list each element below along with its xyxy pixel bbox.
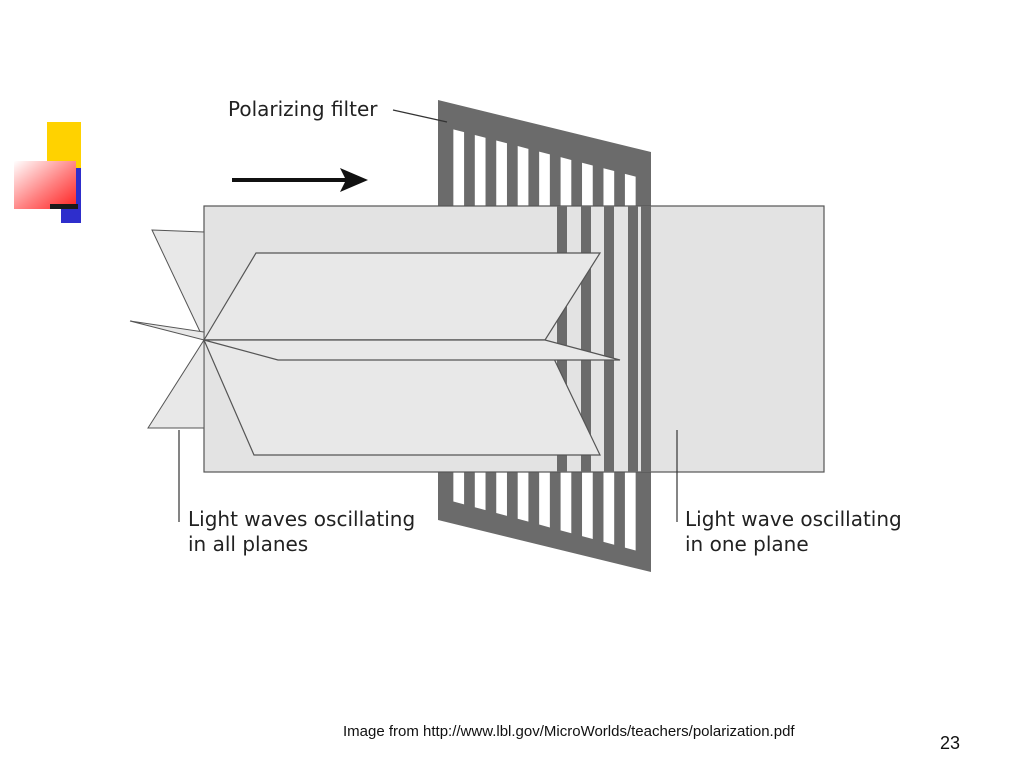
- image-source-caption: Image from http://www.lbl.gov/MicroWorld…: [343, 723, 795, 740]
- left-label-line2: in all planes: [188, 532, 308, 556]
- filter-leader-line: [392, 109, 448, 123]
- dark-bar: [50, 204, 78, 209]
- polarizing-filter-front: [557, 206, 651, 472]
- wave-plane-upper: [202, 252, 602, 341]
- slide-page-number: 23: [940, 733, 961, 753]
- filter-frame-edge: [641, 206, 651, 472]
- decorative-squares-logo: [14, 122, 81, 223]
- left-label-line1: Light waves oscillating: [188, 507, 415, 531]
- filter-bar: [557, 206, 567, 472]
- wave-plane-horizontal: [203, 339, 621, 361]
- wave-planes-incoming: [129, 229, 205, 429]
- filter-bar: [628, 206, 638, 472]
- wave-plane-upper-left: [151, 229, 205, 341]
- right-label-line2: in one plane: [685, 532, 809, 556]
- arrow-head-icon: [340, 168, 368, 192]
- wave-plane-horizontal-left: [129, 320, 205, 341]
- direction-arrow: [232, 168, 368, 192]
- right-label-line1: Light wave oscillating: [685, 507, 902, 531]
- filter-label: Polarizing filter: [228, 97, 378, 121]
- filter-bar: [581, 206, 591, 472]
- filter-bar: [604, 206, 614, 472]
- red-gradient-square: [14, 161, 76, 209]
- wave-planes-beam: [202, 252, 621, 456]
- wave-plane-lower-left: [147, 338, 205, 429]
